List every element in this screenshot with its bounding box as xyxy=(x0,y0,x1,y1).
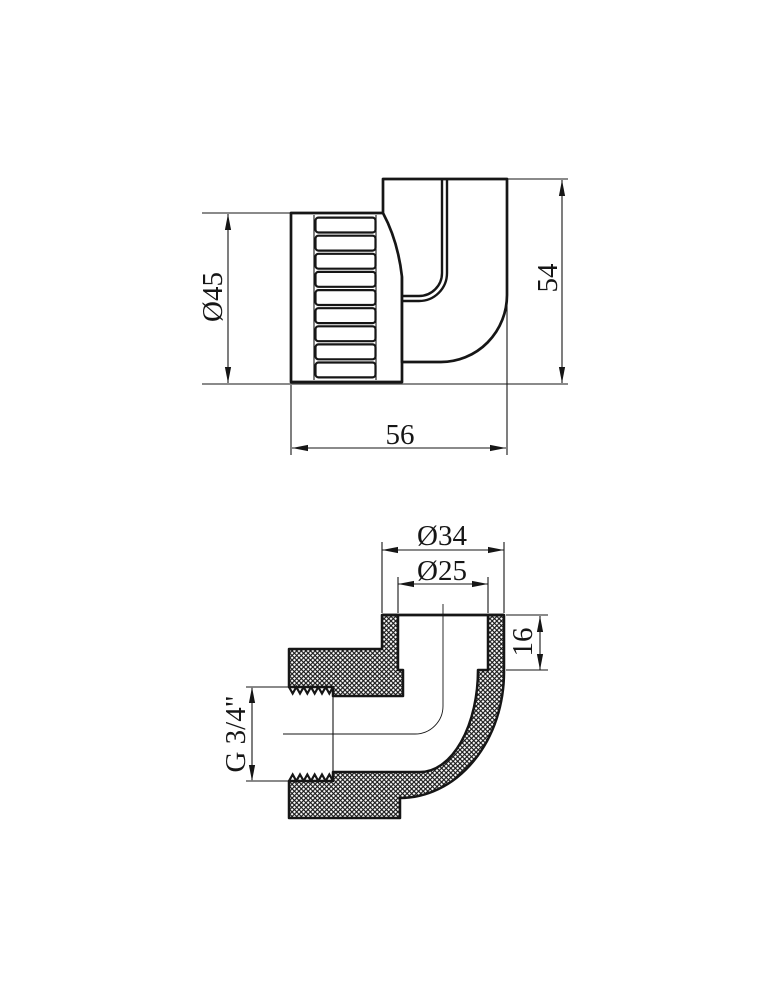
thread-profile-bottom xyxy=(288,772,334,784)
elbow-bend-outline xyxy=(381,177,509,364)
dimension-height-54: 54 xyxy=(508,178,568,383)
top-view: Ø45 54 56 xyxy=(197,177,568,455)
dimension-label-width-56: 56 xyxy=(386,419,415,451)
dimension-thread-g34: G 3/4" xyxy=(220,686,290,782)
dimension-label-diameter-34: Ø34 xyxy=(417,520,467,552)
bore-centerline xyxy=(283,604,444,735)
dimension-diameter-25: Ø25 xyxy=(397,555,489,613)
grip-rib xyxy=(314,270,377,288)
dimension-label-height-54: 54 xyxy=(532,263,564,293)
section-wall-upper xyxy=(287,613,405,698)
dimension-width-56: 56 xyxy=(290,290,508,455)
grip-rib xyxy=(314,343,377,361)
grip-rib xyxy=(314,307,377,325)
outlet-inner-edge-inner xyxy=(403,180,444,298)
dimension-label-thread-g34: G 3/4" xyxy=(220,695,252,772)
grip-rib xyxy=(314,325,377,343)
section-wall-lower xyxy=(287,613,506,820)
dimension-label-socket-depth-16: 16 xyxy=(507,628,539,657)
dimension-label-diameter-45: Ø45 xyxy=(197,272,229,322)
outlet-inner-edge-outer xyxy=(403,180,449,303)
dimension-label-diameter-25: Ø25 xyxy=(417,555,467,587)
grip-ribs xyxy=(314,216,377,379)
grip-rib xyxy=(314,216,377,234)
dimension-diameter-34: Ø34 xyxy=(381,520,505,613)
grip-rib xyxy=(314,234,377,252)
thread-profile-top xyxy=(288,684,334,696)
grip-rib xyxy=(314,289,377,307)
grip-rib xyxy=(314,361,377,379)
dimension-socket-depth-16: 16 xyxy=(506,614,548,671)
section-view: Ø34 Ø25 16 G 3/4" xyxy=(220,520,548,820)
grip-rib xyxy=(314,252,377,270)
